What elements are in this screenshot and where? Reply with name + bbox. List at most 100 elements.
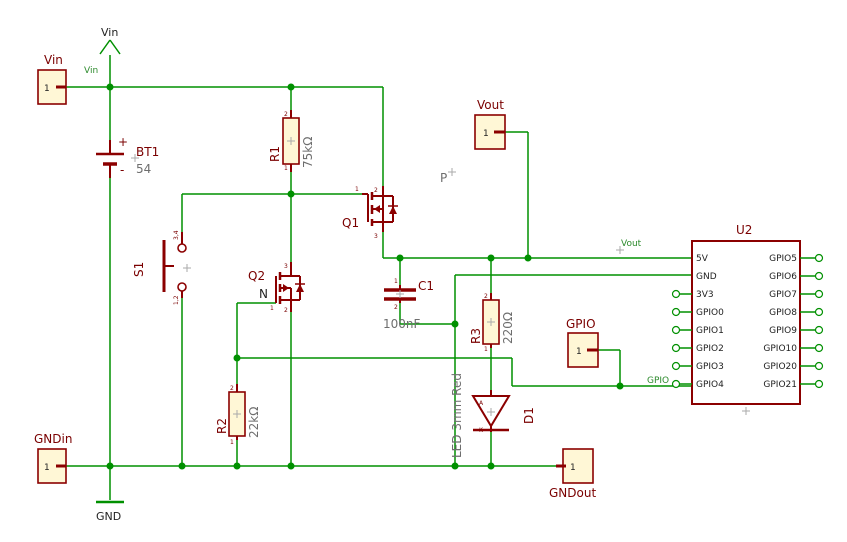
q2-type: N <box>259 287 268 301</box>
u2-pin-endpoint[interactable] <box>814 289 824 299</box>
r3-name: R3 <box>469 328 483 344</box>
u2-pin-gnd: GND <box>696 272 717 282</box>
r2-pin-top: 2 <box>230 385 234 392</box>
q1-pin-gate: 1 <box>355 186 359 193</box>
led-d1[interactable]: A K D1 LED 3mm Red <box>450 373 536 458</box>
u2-pin-endpoint[interactable] <box>671 361 681 371</box>
bt1-plus: + <box>118 135 128 149</box>
p-label: P <box>440 171 447 185</box>
d1-pin-cathode: K <box>479 427 484 434</box>
connector-gndin-pin: 1 <box>44 463 50 473</box>
u2-pin-gpio7: GPIO7 <box>769 290 797 300</box>
u2-pin-endpoint[interactable] <box>814 307 824 317</box>
u2-pin-endpoint[interactable] <box>814 325 824 335</box>
capacitor-c1[interactable]: 1 2 C1 100nF <box>383 278 434 331</box>
junctions <box>106 83 624 470</box>
net-label-gpio: GPIO <box>647 376 669 386</box>
r2-name: R2 <box>215 418 229 434</box>
u2-pin-endpoint[interactable] <box>814 271 824 281</box>
u2-pin-5v: 5V <box>696 254 709 264</box>
connector-gpio-name: GPIO <box>566 317 596 331</box>
connector-gpio-pin: 1 <box>576 347 582 357</box>
gnd-supply-symbol: GND <box>96 500 124 523</box>
marker-p: P <box>440 168 456 185</box>
vin-supply-symbol: Vin <box>99 26 121 55</box>
u2-pin-endpoint[interactable] <box>814 379 824 389</box>
q1-pin-source: 2 <box>374 187 378 194</box>
connector-gndout-name: GNDout <box>549 486 596 500</box>
r1-pin-bottom: 1 <box>284 165 288 172</box>
u2-pin-gpio9: GPIO9 <box>769 326 797 336</box>
u2-pin-3v3: 3V3 <box>696 290 714 300</box>
u2-right-pins: GPIO5GPIO6GPIO7GPIO8GPIO9GPIO10GPIO20GPI… <box>763 253 824 390</box>
connector-gndout[interactable]: 1 GNDout <box>549 448 596 500</box>
c1-value: 100nF <box>383 317 421 331</box>
u2-pin-gpio2: GPIO2 <box>696 344 724 354</box>
c1-pin-bottom: 2 <box>394 304 398 311</box>
r3-pin-bottom: 1 <box>484 346 488 353</box>
resistor-r3[interactable]: 2 1 R3 220Ω <box>469 293 515 353</box>
c1-name: C1 <box>418 279 434 293</box>
u2-pin-endpoint[interactable] <box>814 253 824 263</box>
connector-vout[interactable]: 1 Vout <box>474 98 506 150</box>
net-label-vin: Vin <box>84 66 98 76</box>
s1-name: S1 <box>132 262 146 277</box>
r3-pin-top: 2 <box>484 293 488 300</box>
bt1-name: BT1 <box>136 145 159 159</box>
r1-pin-top: 2 <box>284 111 288 118</box>
u2-name: U2 <box>736 223 752 237</box>
u2-pin-endpoint[interactable] <box>814 361 824 371</box>
q2-name: Q2 <box>248 269 265 283</box>
d1-pin-anode: A <box>479 400 484 407</box>
bt1-value: 54 <box>136 162 151 176</box>
u2-pin-gpio21: GPIO21 <box>763 380 797 390</box>
connector-gndin[interactable]: 1 GNDin <box>34 432 72 484</box>
u2-pin-gpio3: GPIO3 <box>696 362 724 372</box>
s1-pin-bottom: 1,2 <box>173 295 180 305</box>
vin-supply-label: Vin <box>101 26 118 39</box>
c1-pin-top: 1 <box>394 278 398 285</box>
connector-vout-pin: 1 <box>483 129 489 139</box>
mosfet-q2[interactable]: 3 2 1 Q2 N <box>248 262 305 314</box>
switch-s1[interactable]: 3,4 1,2 S1 <box>132 230 187 305</box>
q2-pin-gate: 1 <box>270 305 274 312</box>
u2-pin-gpio20: GPIO20 <box>763 362 797 372</box>
q1-pin-drain: 3 <box>374 233 378 240</box>
u2-pin-endpoint[interactable] <box>814 343 824 353</box>
mosfet-q1[interactable]: 1 2 3 Q1 <box>342 186 398 240</box>
r3-value: 220Ω <box>501 312 515 344</box>
u2-pin-gpio1: GPIO1 <box>696 326 724 336</box>
resistor-r2[interactable]: 2 1 R2 22kΩ <box>215 384 261 446</box>
wires <box>66 55 692 500</box>
d1-name: D1 <box>522 407 536 424</box>
r2-value: 22kΩ <box>247 407 261 438</box>
resistor-r1[interactable]: 2 1 R1 75kΩ <box>268 110 315 172</box>
connector-vin[interactable]: 1 Vin Vin <box>37 53 98 105</box>
u2-pin-endpoint[interactable] <box>671 343 681 353</box>
r1-value: 75kΩ <box>301 137 315 168</box>
connector-vin-pin: 1 <box>44 84 50 94</box>
u2-pin-gpio0: GPIO0 <box>696 308 724 318</box>
u2-pin-gpio4: GPIO4 <box>696 380 724 390</box>
q1-name: Q1 <box>342 216 359 230</box>
gnd-supply-label: GND <box>96 510 121 523</box>
q2-pin-source: 2 <box>284 307 288 314</box>
connector-gpio[interactable]: 1 GPIO <box>566 317 599 368</box>
r1-name: R1 <box>268 146 282 162</box>
d1-value: LED 3mm Red <box>450 373 464 458</box>
bt1-minus: - <box>120 163 124 177</box>
s1-pin-top: 3,4 <box>173 230 180 240</box>
net-label-vout: Vout <box>621 239 642 249</box>
connector-gndin-name: GNDin <box>34 432 72 446</box>
battery-bt1[interactable]: + - BT1 54 <box>96 135 159 178</box>
u2-pin-endpoint[interactable] <box>671 289 681 299</box>
u2-pin-gpio5: GPIO5 <box>769 254 797 264</box>
connector-vin-name: Vin <box>44 53 63 67</box>
u2-pin-endpoint[interactable] <box>671 379 681 389</box>
u2-pin-endpoint[interactable] <box>671 325 681 335</box>
u2-pin-endpoint[interactable] <box>671 307 681 317</box>
connector-gndout-pin: 1 <box>570 463 576 473</box>
